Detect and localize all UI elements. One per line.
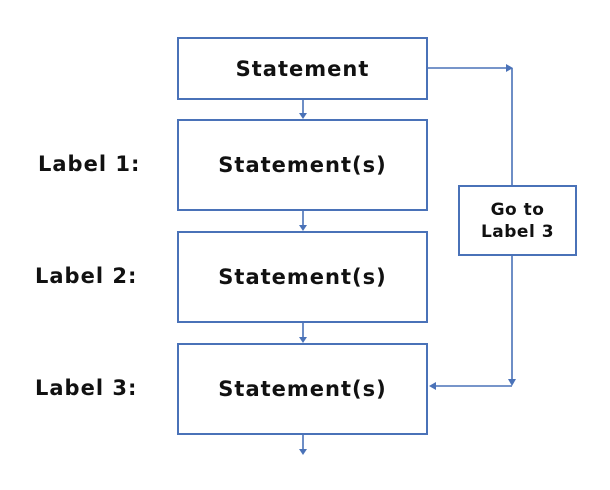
label1-statements-box: Statement(s) [177,119,428,211]
arrowhead-exit [299,449,307,455]
goto-box: Go to Label 3 [458,185,577,256]
goto-box-line2: Label 3 [480,221,555,242]
label-2: Label 2: [35,264,138,288]
label2-statements-box: Statement(s) [177,231,428,323]
arrowhead-label1 [299,113,307,119]
statement-box-text: Statement [235,56,370,81]
arrowhead-into-label3 [429,382,436,390]
goto-box-line1: Go to [490,199,545,220]
arrowhead-goto-down [508,379,516,386]
statement-box: Statement [177,37,428,100]
label3-statements-box: Statement(s) [177,343,428,435]
arrowhead-branch-right [506,64,513,72]
label2-statements-text: Statement(s) [218,265,387,289]
arrowhead-label2 [299,225,307,231]
label3-statements-text: Statement(s) [218,377,387,401]
label1-statements-text: Statement(s) [218,153,387,177]
label-1: Label 1: [38,152,141,176]
label-3: Label 3: [35,376,138,400]
arrowhead-label3 [299,337,307,343]
